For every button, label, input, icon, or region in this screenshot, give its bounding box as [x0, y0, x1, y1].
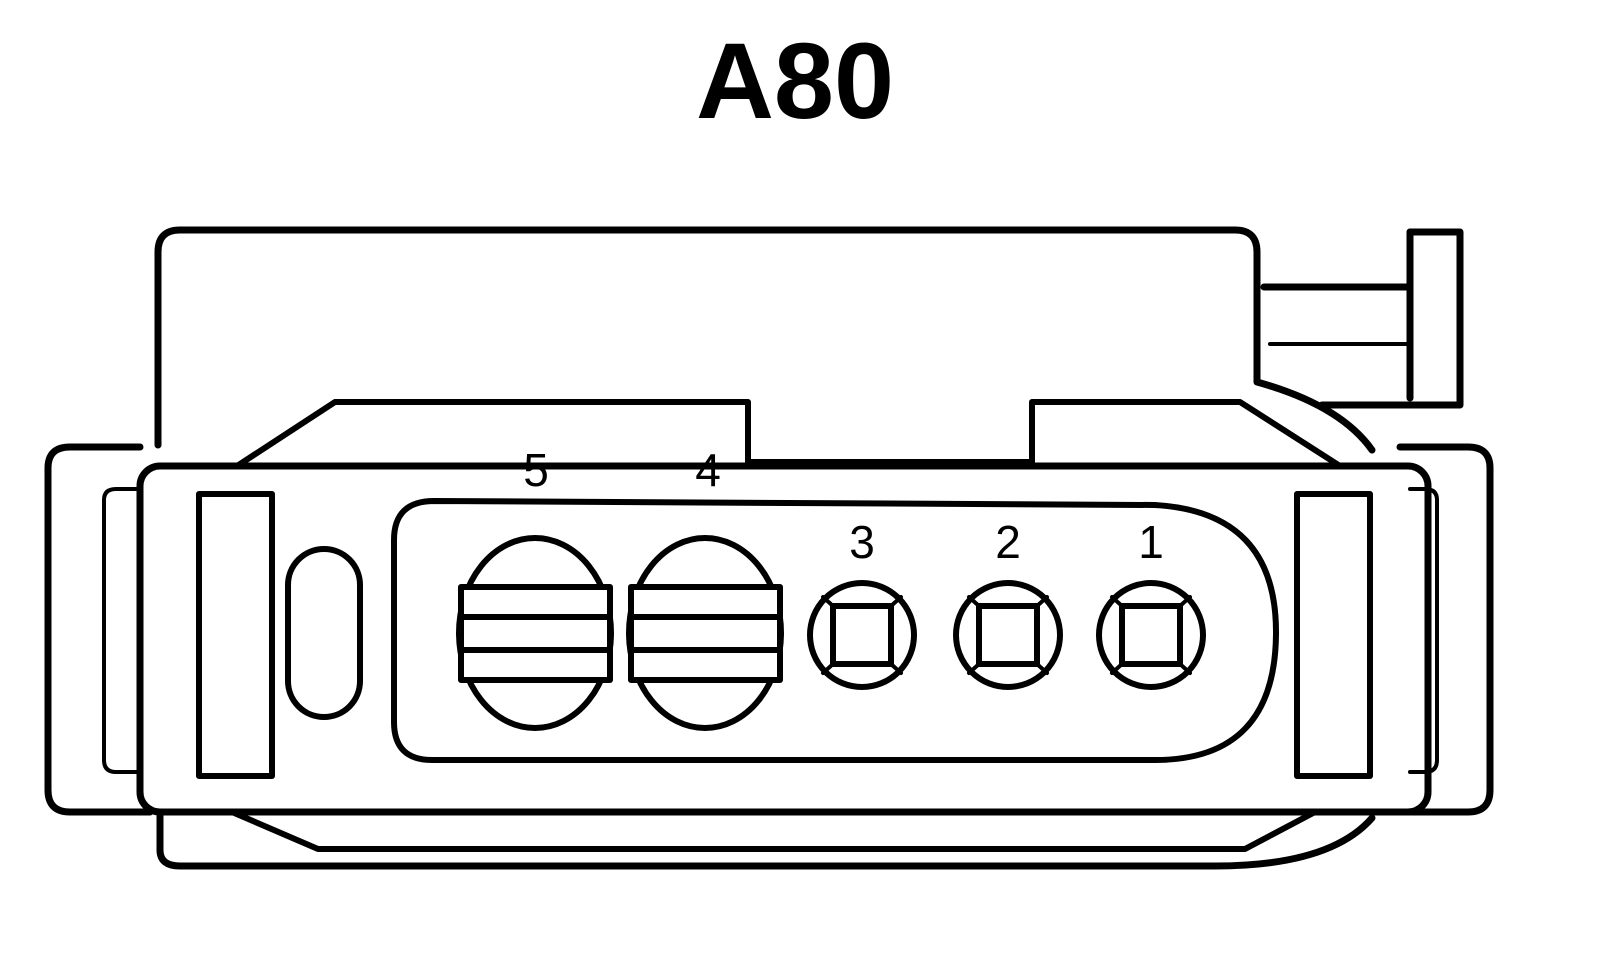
connector-title: A80 — [696, 20, 894, 141]
top-keying-profile — [234, 399, 1343, 469]
pin-3-label: 3 — [849, 516, 875, 568]
terminal-cavity — [391, 498, 1279, 763]
connector-face — [136, 462, 1432, 816]
pin-2 — [953, 580, 1063, 690]
left-oval-cutout — [285, 546, 363, 720]
left-guide-rail-inner — [102, 487, 142, 774]
locking-latch — [1260, 228, 1464, 409]
left-guide-rail — [44, 443, 154, 816]
rear-housing — [154, 226, 1376, 454]
right-guide-rail — [1391, 443, 1494, 816]
pin-5-label: 5 — [523, 444, 549, 496]
pin-4-label: 4 — [695, 444, 721, 496]
bottom-profile — [229, 809, 1318, 852]
right-guide-rail-inner — [1408, 487, 1439, 774]
pin-3 — [807, 580, 917, 690]
pin-1 — [1096, 580, 1206, 690]
pin-4 — [626, 535, 784, 731]
pin-1-label: 1 — [1138, 516, 1164, 568]
pin-5 — [456, 535, 614, 731]
right-slot — [1294, 491, 1373, 779]
pin-2-label: 2 — [995, 516, 1021, 568]
rear-housing-bottom — [156, 808, 1376, 870]
left-slot — [196, 491, 275, 779]
